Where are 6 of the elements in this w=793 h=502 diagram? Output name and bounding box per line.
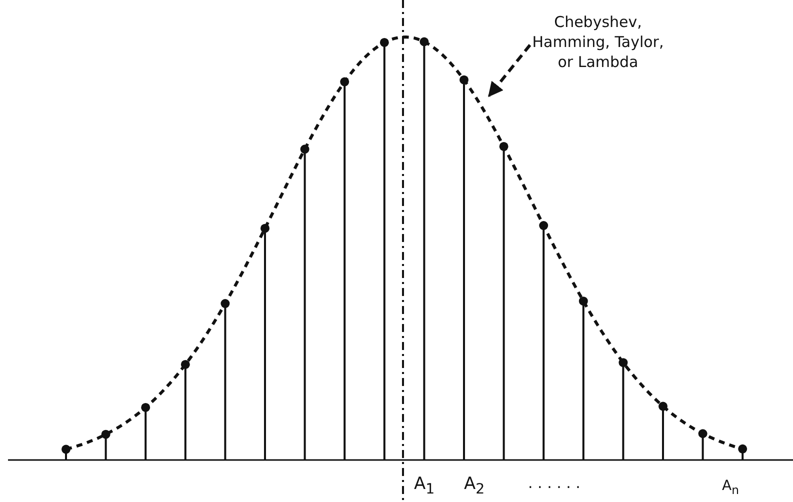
window-names-label: Chebyshev, Hamming, Taylor, or Lambda — [528, 12, 668, 72]
tick-label: A$_{n}$ — [722, 478, 739, 497]
ellipsis-text: . . . . . . — [528, 474, 580, 492]
tick-label: A$_{1}$ — [414, 474, 435, 498]
tick-label: A$_{2}$ — [464, 474, 485, 498]
leader-arrow — [488, 44, 532, 98]
